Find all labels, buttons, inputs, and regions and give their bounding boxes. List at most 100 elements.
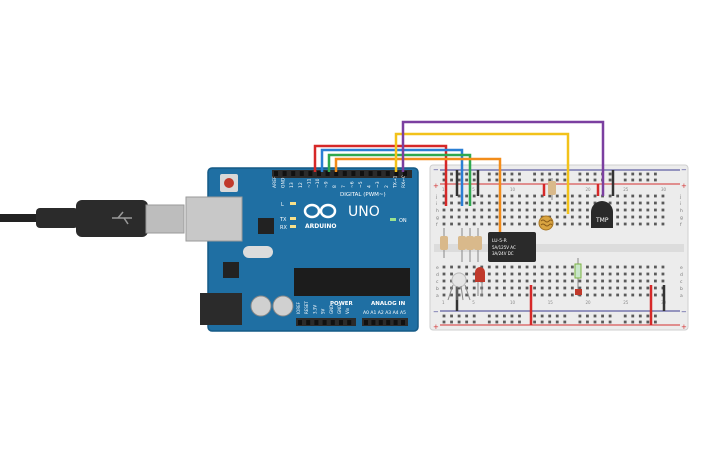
breadboard-hole[interactable]: [563, 272, 567, 276]
breadboard-hole[interactable]: [616, 265, 620, 269]
breadboard-hole[interactable]: [540, 201, 544, 205]
breadboard-hole[interactable]: [586, 208, 589, 212]
breadboard-hole[interactable]: [654, 265, 657, 269]
breadboard-hole[interactable]: [616, 222, 620, 226]
rail-hole[interactable]: [623, 314, 627, 318]
breadboard-hole[interactable]: [450, 293, 453, 297]
breadboard-hole[interactable]: [465, 194, 469, 198]
breadboard-hole[interactable]: [525, 215, 529, 219]
rail-hole[interactable]: [555, 314, 559, 318]
breadboard-hole[interactable]: [586, 201, 589, 205]
rail-hole[interactable]: [495, 314, 499, 318]
breadboard-hole[interactable]: [465, 286, 469, 290]
breadboard-hole[interactable]: [450, 208, 453, 212]
breadboard-hole[interactable]: [503, 208, 506, 212]
tmp-sensor[interactable]: TMP: [591, 201, 613, 228]
rail-hole[interactable]: [487, 178, 491, 182]
rail-hole[interactable]: [533, 314, 536, 318]
breadboard-hole[interactable]: [578, 194, 582, 198]
rail-hole[interactable]: [472, 178, 476, 182]
breadboard-hole[interactable]: [548, 279, 552, 283]
breadboard-hole[interactable]: [503, 265, 506, 269]
breadboard-hole[interactable]: [495, 286, 499, 290]
breadboard-hole[interactable]: [548, 201, 552, 205]
breadboard-hole[interactable]: [646, 265, 650, 269]
rail-hole[interactable]: [555, 172, 559, 176]
breadboard-hole[interactable]: [646, 194, 650, 198]
rail-hole[interactable]: [503, 320, 506, 324]
breadboard-hole[interactable]: [593, 279, 597, 283]
breadboard-hole[interactable]: [472, 222, 476, 226]
breadboard-hole[interactable]: [487, 194, 491, 198]
rail-hole[interactable]: [472, 320, 476, 324]
rail-hole[interactable]: [518, 172, 521, 176]
breadboard-hole[interactable]: [487, 279, 491, 283]
rail-hole[interactable]: [465, 314, 469, 318]
breadboard-hole[interactable]: [623, 222, 627, 226]
resistor-5[interactable]: [548, 178, 556, 200]
breadboard-hole[interactable]: [480, 194, 484, 198]
breadboard-hole[interactable]: [540, 208, 544, 212]
breadboard-hole[interactable]: [540, 279, 544, 283]
breadboard-hole[interactable]: [593, 265, 597, 269]
rail-hole[interactable]: [631, 314, 635, 318]
wire-green[interactable]: [327, 153, 472, 206]
breadboard-hole[interactable]: [450, 194, 453, 198]
breadboard-hole[interactable]: [586, 279, 589, 283]
rail-hole[interactable]: [450, 172, 453, 176]
breadboard-hole[interactable]: [654, 279, 657, 283]
breadboard-hole[interactable]: [631, 215, 635, 219]
breadboard-hole[interactable]: [608, 286, 612, 290]
rail-hole[interactable]: [623, 172, 627, 176]
breadboard-hole[interactable]: [533, 201, 536, 205]
breadboard-hole[interactable]: [646, 208, 650, 212]
rail-hole[interactable]: [495, 172, 499, 176]
resistor-3[interactable]: [466, 228, 474, 262]
breadboard-hole[interactable]: [555, 215, 559, 219]
breadboard-hole[interactable]: [661, 265, 665, 269]
breadboard-hole[interactable]: [608, 194, 612, 198]
rail-hole[interactable]: [563, 320, 567, 324]
rail-hole[interactable]: [608, 178, 612, 182]
breadboard-hole[interactable]: [525, 222, 529, 226]
breadboard-hole[interactable]: [631, 279, 635, 283]
rail-hole[interactable]: [638, 314, 642, 318]
breadboard-hole[interactable]: [525, 286, 529, 290]
breadboard-hole[interactable]: [442, 222, 446, 226]
breadboard-hole[interactable]: [495, 293, 499, 297]
breadboard-hole[interactable]: [548, 272, 552, 276]
breadboard-hole[interactable]: [472, 265, 476, 269]
breadboard-hole[interactable]: [638, 222, 642, 226]
digital-pin-socket[interactable]: [385, 171, 390, 176]
breadboard-hole[interactable]: [631, 194, 635, 198]
breadboard-hole[interactable]: [563, 208, 567, 212]
breadboard-hole[interactable]: [472, 293, 476, 297]
breadboard-hole[interactable]: [533, 293, 536, 297]
breadboard-hole[interactable]: [593, 286, 597, 290]
breadboard-hole[interactable]: [503, 215, 506, 219]
breadboard-hole[interactable]: [525, 272, 529, 276]
rail-hole[interactable]: [442, 320, 446, 324]
rail-hole[interactable]: [631, 178, 635, 182]
photoresistor[interactable]: [538, 215, 554, 231]
breadboard-hole[interactable]: [503, 293, 506, 297]
breadboard-hole[interactable]: [616, 208, 620, 212]
breadboard-hole[interactable]: [616, 279, 620, 283]
rail-hole[interactable]: [593, 314, 597, 318]
breadboard-hole[interactable]: [472, 208, 476, 212]
breadboard-hole[interactable]: [472, 272, 476, 276]
breadboard-hole[interactable]: [555, 201, 559, 205]
rail-hole[interactable]: [638, 178, 642, 182]
rail-hole[interactable]: [510, 314, 514, 318]
breadboard-hole[interactable]: [457, 265, 461, 269]
breadboard-hole[interactable]: [465, 293, 469, 297]
rail-hole[interactable]: [548, 320, 552, 324]
breadboard-hole[interactable]: [570, 222, 574, 226]
rail-hole[interactable]: [548, 172, 552, 176]
breadboard-hole[interactable]: [563, 201, 567, 205]
breadboard-hole[interactable]: [623, 272, 627, 276]
breadboard-hole[interactable]: [548, 208, 552, 212]
breadboard-hole[interactable]: [563, 194, 567, 198]
breadboard-hole[interactable]: [487, 265, 491, 269]
rail-hole[interactable]: [601, 314, 604, 318]
